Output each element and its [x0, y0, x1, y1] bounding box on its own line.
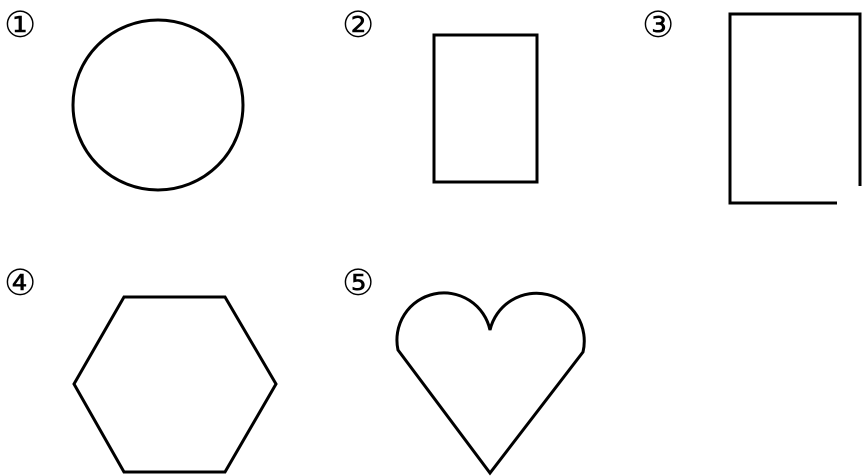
open-rectangle-shape — [728, 12, 862, 205]
figure-label-1: ① — [4, 5, 37, 46]
hexagon-shape — [72, 295, 278, 474]
heart-shape — [395, 291, 586, 476]
figure-label-4: ④ — [4, 263, 37, 304]
figure-label-2: ② — [342, 5, 375, 46]
circle-shape — [71, 18, 245, 192]
rectangle-shape — [432, 33, 539, 184]
figure-label-3: ③ — [642, 5, 675, 46]
figure-label-5: ⑤ — [342, 263, 375, 304]
